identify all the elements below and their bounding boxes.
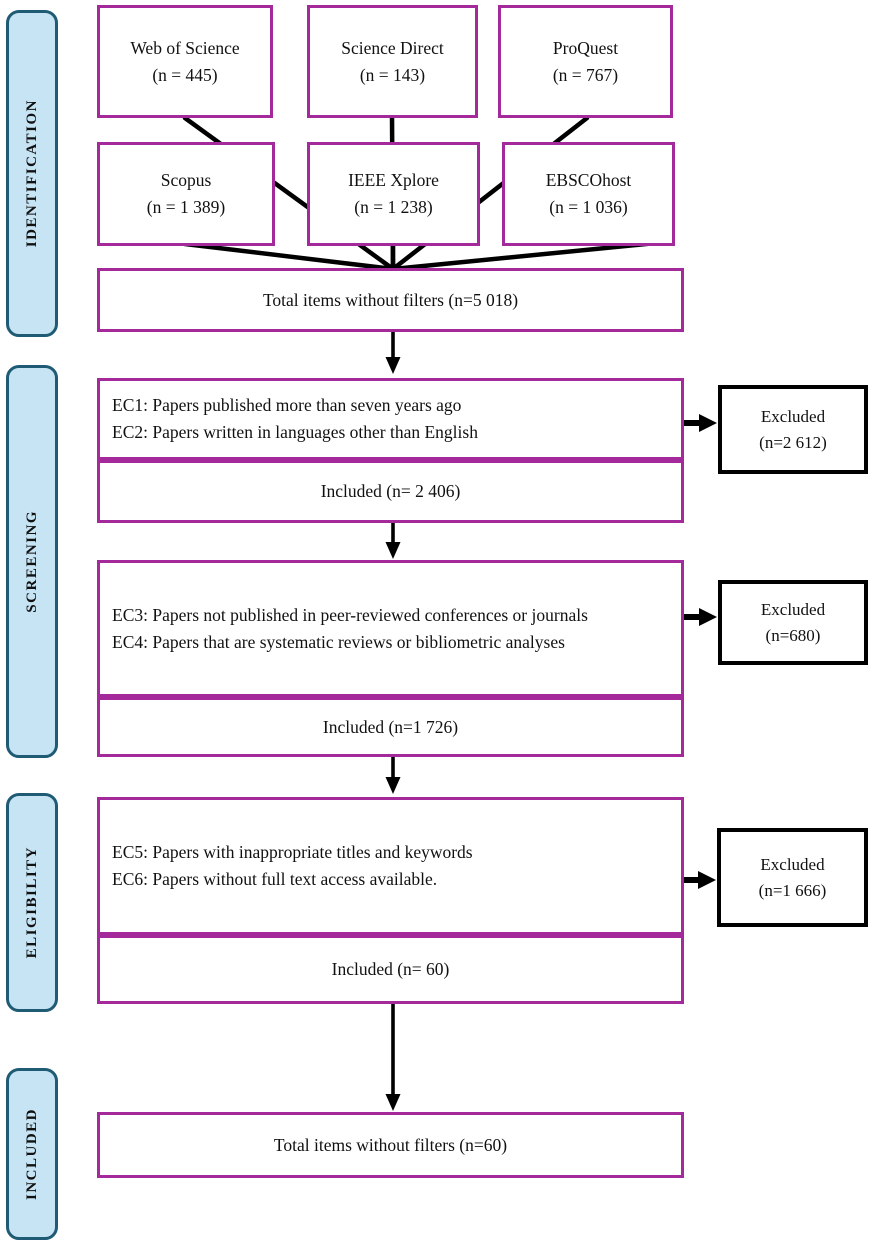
criteria-line: EC3: Papers not published in peer-review… [112, 604, 588, 625]
database-name: ProQuest [552, 37, 619, 58]
arrow-down-3-head [385, 777, 401, 794]
arrow-right-2-head [699, 608, 717, 626]
excluded-count: (n=1 666) [758, 880, 827, 900]
database-count: (n = 1 389) [146, 197, 226, 217]
database-box-ebscohost: EBSCOhost (n = 1 036) [502, 142, 675, 246]
stage-included: INCLUDED [6, 1068, 58, 1240]
line-ebscohost [390, 240, 659, 272]
total-items-box: Total items without filters (n=5 018) [97, 268, 684, 332]
excluded-box-3: Excluded (n=1 666) [717, 828, 868, 927]
database-name: Science Direct [341, 37, 444, 58]
excluded-label: Excluded [760, 854, 825, 874]
arrow-right-1-head [699, 414, 717, 432]
exclude-arrows [684, 414, 717, 889]
excluded-box-1: Excluded (n=2 612) [718, 385, 868, 474]
database-name: Web of Science [130, 37, 240, 58]
database-box-ieee-xplore: IEEE Xplore (n = 1 238) [307, 142, 480, 246]
stage-screening: SCREENING [6, 365, 58, 758]
criteria-line: EC6: Papers without full text access ava… [112, 869, 438, 889]
database-name: Scopus [160, 170, 212, 190]
stage-identification-label: IDENTIFICATION [23, 99, 40, 248]
stage-included-label: INCLUDED [23, 1107, 40, 1200]
down-arrows [385, 332, 401, 1111]
stage-identification: IDENTIFICATION [6, 10, 58, 337]
excluded-label: Excluded [760, 406, 826, 426]
database-count: (n = 1 238) [354, 197, 433, 217]
stage-screening-label: SCREENING [23, 510, 40, 613]
stage-eligibility: ELIGIBILITY [6, 793, 58, 1012]
included-box-1: Included (n= 2 406) [97, 460, 684, 523]
excluded-count: (n=680) [765, 625, 821, 645]
criteria-box-ec5-ec6: EC5: Papers with inappropriate titles an… [97, 797, 684, 935]
criteria-line: EC1: Papers published more than seven ye… [112, 395, 462, 415]
total-items-label: Total items without filters (n=5 018) [262, 289, 519, 310]
criteria-box-ec1-ec2: EC1: Papers published more than seven ye… [97, 378, 684, 460]
final-total-label: Total items without filters (n=60) [273, 1134, 508, 1155]
arrow-down-1-head [385, 357, 401, 374]
arrow-right-3-head [698, 871, 716, 889]
excluded-count: (n=2 612) [759, 432, 827, 452]
criteria-box-ec3-ec4: EC3: Papers not published in peer-review… [97, 560, 684, 697]
database-count: (n = 1 036) [549, 197, 628, 217]
database-box-science-direct: Science Direct (n = 143) [307, 5, 478, 118]
database-name: IEEE Xplore [348, 170, 439, 190]
database-box-proquest: ProQuest (n = 767) [498, 5, 673, 118]
included-box-3: Included (n= 60) [97, 935, 684, 1004]
database-name: EBSCOhost [545, 170, 632, 190]
database-box-scopus: Scopus (n = 1 389) [97, 142, 275, 246]
database-count: (n = 143) [359, 64, 426, 85]
database-count: (n = 445) [152, 64, 218, 85]
included-label: Included (n=1 726) [322, 716, 459, 737]
database-count: (n = 767) [552, 64, 619, 85]
final-total-box: Total items without filters (n=60) [97, 1112, 684, 1178]
excluded-box-2: Excluded (n=680) [718, 580, 868, 665]
criteria-line: EC2: Papers written in languages other t… [112, 422, 478, 442]
database-box-web-of-science: Web of Science (n = 445) [97, 5, 273, 118]
arrow-down-2-head [385, 542, 401, 559]
included-label: Included (n= 60) [331, 959, 450, 979]
stage-eligibility-label: ELIGIBILITY [23, 846, 40, 959]
criteria-line: EC4: Papers that are systematic reviews … [112, 631, 565, 652]
excluded-label: Excluded [760, 599, 826, 619]
line-scopus [182, 241, 396, 272]
criteria-line: EC5: Papers with inappropriate titles an… [112, 842, 473, 862]
arrow-down-4-head [385, 1094, 401, 1111]
included-label: Included (n= 2 406) [320, 481, 461, 501]
included-box-2: Included (n=1 726) [97, 697, 684, 757]
